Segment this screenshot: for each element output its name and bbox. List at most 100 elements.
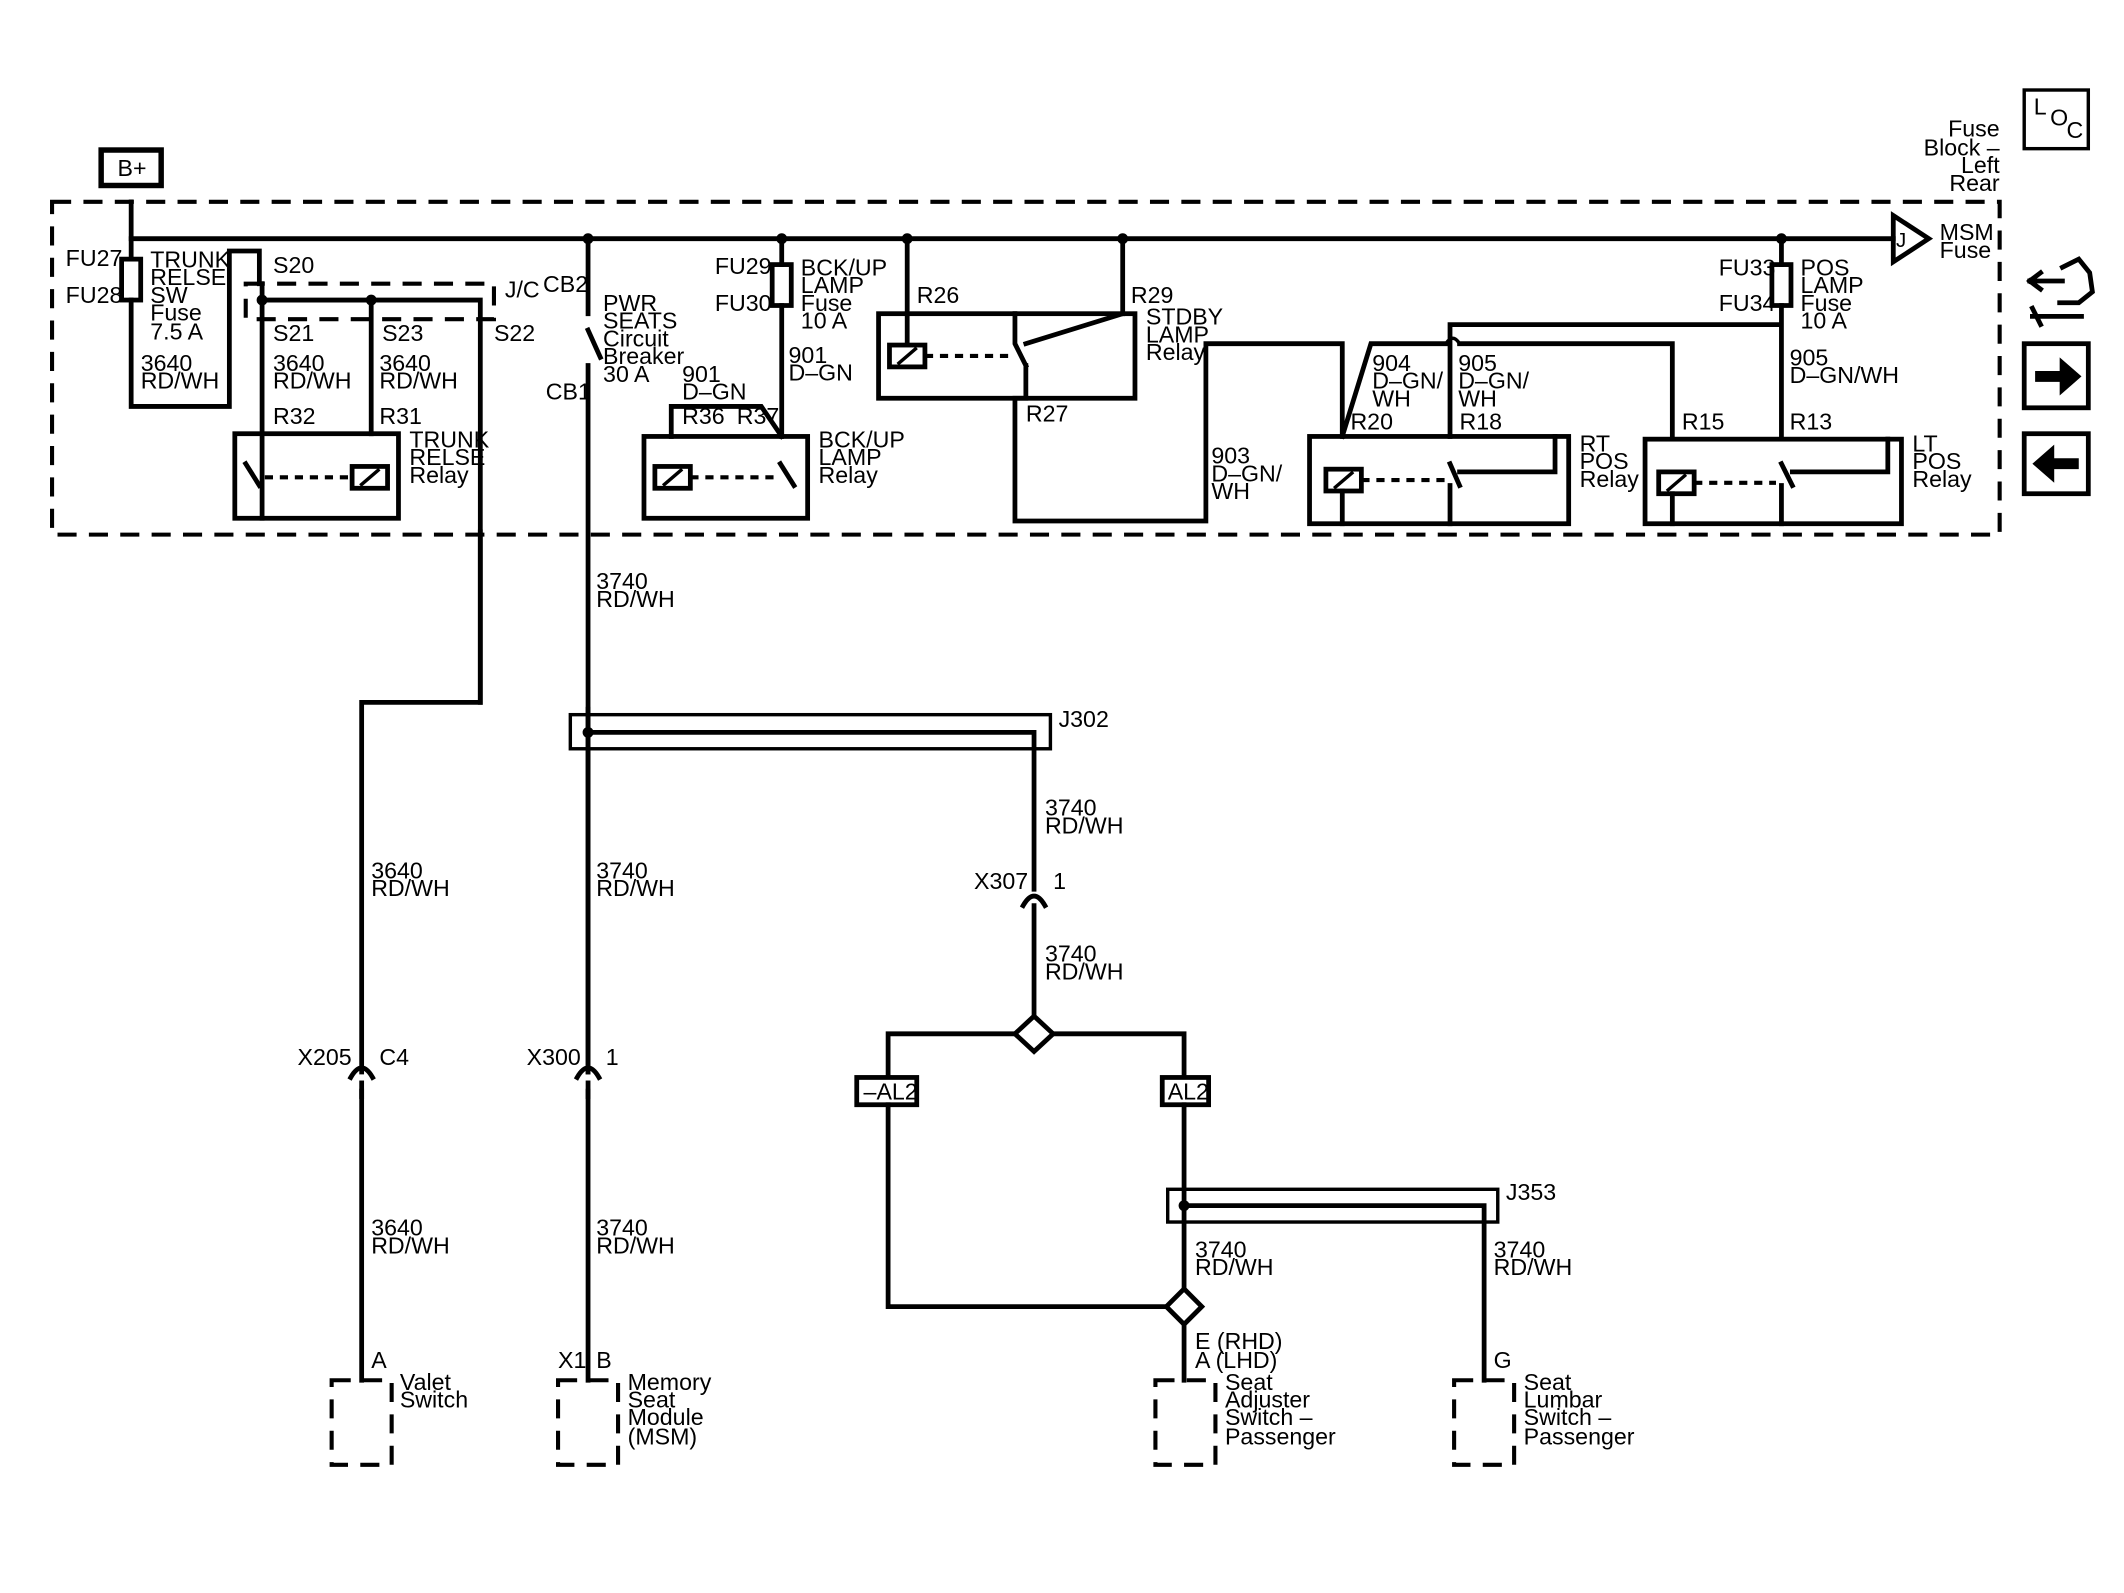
wire-3740-lumbar-label: 3740 RD/WH: [1494, 1236, 1573, 1280]
svg-text:1: 1: [1053, 868, 1066, 894]
option-tag-neg-al2: –AL2: [854, 1075, 920, 1108]
component-location-icon[interactable]: [2026, 256, 2095, 328]
svg-text:FU29: FU29: [715, 253, 772, 279]
wire-901-b-label: 901 D–GN: [789, 342, 853, 386]
svg-text:3640: 3640: [141, 350, 193, 376]
svg-text:S21: S21: [273, 320, 314, 346]
svg-text:Switch –: Switch –: [1524, 1404, 1612, 1430]
svg-text:903: 903: [1211, 443, 1250, 469]
wire-3740-j302-label: 3740 RD/WH: [1045, 795, 1124, 839]
svg-text:AL2: AL2: [1168, 1078, 1209, 1104]
svg-text:R13: R13: [1790, 409, 1833, 435]
svg-text:WH: WH: [1458, 385, 1497, 411]
svg-text:30 A: 30 A: [603, 361, 650, 387]
wire-3640-valet: [359, 529, 483, 1383]
wire-3640-s21-label: 3640 RD/WH: [273, 350, 352, 394]
fuse-block-boundary: [50, 199, 2002, 537]
wire-3640-fuse-label: 3640 RD/WH: [141, 350, 220, 394]
svg-text:R37: R37: [737, 403, 780, 429]
previous-page-arrow-icon[interactable]: [2021, 431, 2091, 497]
svg-text:Fuse: Fuse: [1940, 237, 1992, 263]
svg-text:FU34: FU34: [1719, 290, 1776, 316]
svg-text:LAMP: LAMP: [801, 272, 864, 298]
lt-pos-relay: R15 R13 LT POS Relay: [1642, 409, 1972, 527]
svg-text:RD/WH: RD/WH: [596, 1232, 675, 1258]
svg-text:CB2: CB2: [543, 271, 588, 297]
svg-text:D–GN/: D–GN/: [1211, 460, 1282, 486]
svg-text:D–GN: D–GN: [789, 360, 853, 386]
wire-3740-seat-adjuster-label: 3740 RD/WH: [1195, 1236, 1274, 1280]
rt-pos-relay: R20 R18 RT POS Relay: [1307, 409, 1639, 527]
svg-text:BCK/UP: BCK/UP: [819, 426, 905, 452]
svg-text:3740: 3740: [596, 857, 648, 883]
svg-text:O: O: [2050, 104, 2068, 130]
svg-text:7.5 A: 7.5 A: [150, 319, 203, 345]
svg-text:D–GN/: D–GN/: [1372, 368, 1443, 394]
wire-3740-mid-label: 3740 RD/WH: [596, 857, 675, 901]
trunk-release-relay: R32 R31 TRUNK RELSE Relay: [232, 403, 490, 521]
svg-text:Valet: Valet: [400, 1369, 452, 1395]
svg-text:FU33: FU33: [1719, 255, 1776, 281]
svg-text:RD/WH: RD/WH: [1045, 958, 1124, 984]
wire-3640-mid-label: 3640 RD/WH: [371, 857, 450, 901]
svg-text:Relay: Relay: [1912, 466, 1972, 492]
wire-3640-low-label: 3640 RD/WH: [371, 1215, 450, 1259]
next-page-arrow-icon[interactable]: [2021, 341, 2091, 411]
svg-text:901: 901: [682, 361, 721, 387]
svg-text:RELSE: RELSE: [150, 264, 226, 290]
svg-text:10 A: 10 A: [801, 308, 848, 334]
svg-text:R20: R20: [1350, 409, 1393, 435]
svg-text:SW: SW: [150, 282, 187, 308]
svg-text:PWR: PWR: [603, 290, 657, 316]
svg-text:POS: POS: [1912, 448, 1961, 474]
msm-fuse-connector: J MSM Fuse: [1890, 211, 1994, 267]
svg-text:Switch –: Switch –: [1225, 1404, 1313, 1430]
wire-3740-main-label: 3740 RD/WH: [596, 568, 675, 612]
svg-text:3640: 3640: [371, 857, 423, 883]
seat-adjuster-switch-passenger: E (RHD) A (LHD) Seat Adjuster Switch – P…: [1153, 1328, 1336, 1467]
svg-text:Adjuster: Adjuster: [1225, 1387, 1310, 1413]
svg-text:Module: Module: [628, 1404, 704, 1430]
svg-text:RD/WH: RD/WH: [379, 368, 458, 394]
svg-text:904: 904: [1372, 350, 1411, 376]
svg-text:R15: R15: [1682, 409, 1725, 435]
svg-text:CB1: CB1: [546, 379, 591, 405]
svg-text:FU28: FU28: [66, 282, 123, 308]
location-icon[interactable]: L O C: [2022, 88, 2091, 151]
svg-text:S20: S20: [273, 252, 314, 278]
svg-text:TRUNK: TRUNK: [409, 426, 489, 452]
svg-text:TRUNK: TRUNK: [150, 246, 230, 272]
svg-text:STDBY: STDBY: [1146, 304, 1223, 330]
svg-text:J/C: J/C: [505, 276, 540, 302]
wire-905-b-label: 905 D–GN/WH: [1790, 345, 1899, 389]
svg-text:R18: R18: [1460, 409, 1503, 435]
svg-text:C4: C4: [379, 1044, 409, 1070]
splice-pack-j302: J302: [568, 706, 1109, 1075]
svg-text:3740: 3740: [1045, 795, 1097, 821]
svg-text:3640: 3640: [371, 1215, 423, 1241]
option-branch-bottom: [1162, 1285, 1206, 1383]
svg-text:3740: 3740: [1195, 1236, 1247, 1262]
svg-text:Seat: Seat: [628, 1387, 676, 1413]
valet-switch: A Valet Switch: [329, 1347, 468, 1467]
svg-text:–AL2: –AL2: [864, 1078, 918, 1104]
svg-text:905: 905: [1458, 350, 1497, 376]
svg-text:WH: WH: [1372, 385, 1411, 411]
memory-seat-module: X1 B Memory Seat Module (MSM): [556, 1347, 712, 1467]
svg-text:RD/WH: RD/WH: [141, 368, 220, 394]
svg-text:D–GN: D–GN: [682, 379, 746, 405]
svg-text:RD/WH: RD/WH: [371, 1232, 450, 1258]
svg-text:POS: POS: [1801, 255, 1850, 281]
splice-pack-j353: J353: [1165, 1179, 1556, 1383]
svg-text:RD/WH: RD/WH: [1045, 812, 1124, 838]
svg-text:RD/WH: RD/WH: [596, 875, 675, 901]
svg-text:Fuse: Fuse: [801, 290, 853, 316]
svg-text:Fuse: Fuse: [150, 300, 202, 326]
svg-text:J353: J353: [1506, 1179, 1556, 1205]
svg-text:RD/WH: RD/WH: [1195, 1254, 1274, 1280]
svg-text:Passenger: Passenger: [1225, 1423, 1336, 1449]
svg-text:MSM: MSM: [1940, 219, 1994, 245]
svg-text:D–GN/: D–GN/: [1458, 368, 1529, 394]
svg-text:R27: R27: [1026, 400, 1069, 426]
splice-junction: S20 J/C S21 S23 S22: [243, 252, 540, 705]
